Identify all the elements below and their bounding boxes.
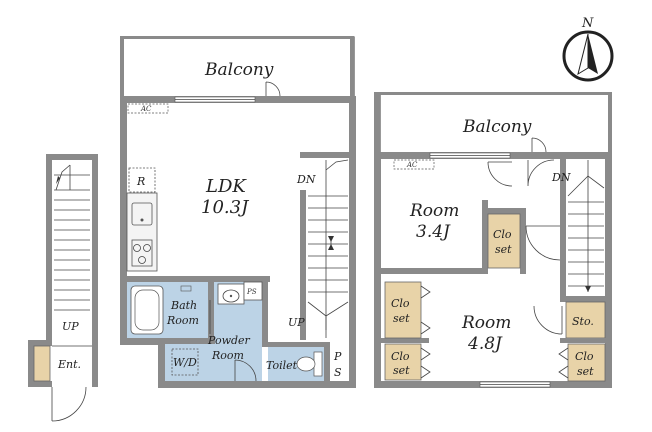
room2-door-icon xyxy=(533,305,563,335)
bath-label-line2: Room xyxy=(166,314,199,327)
floor1-dn-label: DN xyxy=(296,173,316,186)
compass-north-label: N xyxy=(581,16,594,31)
closet-a xyxy=(487,213,521,269)
compass-needle-icon xyxy=(588,34,598,74)
closet-b xyxy=(384,281,422,339)
powder-label-line1: Powder xyxy=(207,334,251,347)
floor2-ac-label: AC xyxy=(406,161,418,169)
entrance-stair xyxy=(54,164,90,311)
floor1-balcony-door-icon xyxy=(265,81,281,97)
closet-b-label-line1: Clo xyxy=(391,297,410,310)
floor2-dn-label: DN xyxy=(551,171,571,184)
bath-label-line1: Bath xyxy=(170,299,197,312)
room2-size-label: 4.8J xyxy=(467,334,503,354)
hall-closet-door-icon xyxy=(527,159,555,187)
floor1-stair xyxy=(307,159,349,338)
room1-door-icon xyxy=(487,161,513,187)
room2-name-label: Room xyxy=(461,313,511,333)
entrance-door-icon xyxy=(51,386,87,422)
closet-b-label-line2: set xyxy=(393,312,410,325)
floor2-balcony-door-icon xyxy=(531,137,547,153)
ldk-name-label: LDK xyxy=(205,176,247,197)
washer-dryer-space xyxy=(171,348,199,376)
floor2-stair xyxy=(567,160,605,292)
ldk-size-label: 10.3J xyxy=(201,197,250,218)
powder-door-icon xyxy=(234,359,257,382)
entrance-shoe-cabinet xyxy=(33,345,51,382)
bathtub-icon xyxy=(130,285,164,335)
floor1-balcony-label: Balcony xyxy=(204,60,274,80)
kitchen-sink-icon xyxy=(131,202,153,226)
closet-d xyxy=(567,343,606,382)
closet-a-label-line2: set xyxy=(495,243,512,256)
floor2-plan: Balcony AC Room 3.4J Clo set xyxy=(374,92,612,388)
closet-c-label-line2: set xyxy=(393,364,410,377)
storage-label: Sto. xyxy=(572,315,594,328)
washer-dryer-label: W/D xyxy=(173,356,197,369)
floor1-ac-label: AC xyxy=(140,105,152,113)
compass: N xyxy=(562,16,614,82)
entrance-wing: UP Ent. xyxy=(28,154,98,422)
entrance-label: Ent. xyxy=(57,358,81,371)
stair-arrow-icon xyxy=(56,176,60,184)
ps-label: PS xyxy=(246,288,257,296)
floor2-balcony-label: Balcony xyxy=(462,117,532,137)
closet-c xyxy=(384,343,422,381)
floor2-stair-arrow-icon xyxy=(585,286,591,292)
room1-name-label: Room xyxy=(409,201,459,221)
hall-door-icon xyxy=(525,225,561,261)
pipe-space-label-p: P xyxy=(333,350,342,363)
toilet-icon xyxy=(296,351,323,377)
closet-d-label-line1: Clo xyxy=(575,350,594,363)
storage-area xyxy=(565,301,606,339)
closet-c-label-line1: Clo xyxy=(391,350,410,363)
floor1-up-label: UP xyxy=(288,316,305,329)
stair-arrow-up-icon xyxy=(328,236,334,242)
powder-label-line2: Room xyxy=(211,349,244,362)
shower-icon xyxy=(180,285,192,292)
toilet-label: Toilet xyxy=(266,359,298,372)
closet-a-label-line1: Clo xyxy=(493,228,512,241)
pipe-space-label-s: S xyxy=(334,366,342,379)
floor1-plan: Balcony AC R LDK 10.3J xyxy=(120,36,356,388)
closet-d-label-line2: set xyxy=(577,365,594,378)
powder-room-lower-floor xyxy=(215,344,262,381)
kitchen-counter xyxy=(126,192,158,272)
room1-size-label: 3.4J xyxy=(416,222,451,242)
refrigerator-label: R xyxy=(136,175,145,188)
refrigerator-space xyxy=(128,167,156,193)
entrance-up-label: UP xyxy=(62,320,79,333)
stove-icon xyxy=(131,239,153,267)
wash-basin-icon xyxy=(217,283,245,305)
